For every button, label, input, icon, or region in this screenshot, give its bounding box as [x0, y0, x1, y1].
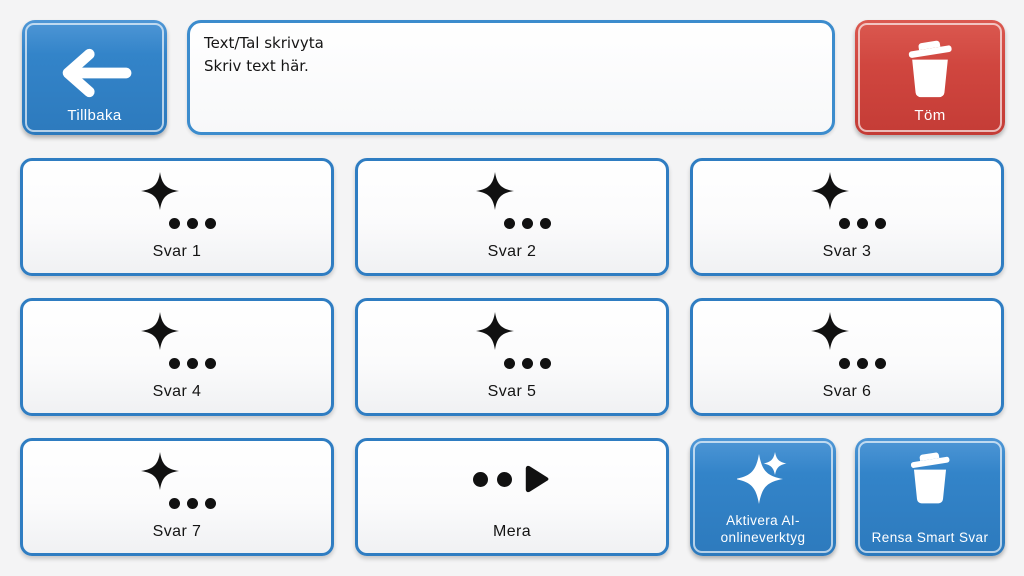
answer-card-label: Svar 5	[487, 383, 537, 400]
answer-card-svar-2[interactable]: Svar 2	[355, 158, 669, 276]
clear-text-button[interactable]: Töm	[855, 20, 1005, 135]
answer-card-svar-7[interactable]: Svar 7	[20, 438, 334, 556]
back-button[interactable]: Tillbaka	[22, 20, 167, 135]
sparkle-ellipsis-icon	[803, 308, 891, 372]
answer-card-label: Svar 2	[487, 243, 537, 260]
more-card[interactable]: Mera	[355, 438, 669, 556]
answer-card-svar-3[interactable]: Svar 3	[690, 158, 1004, 276]
writing-area[interactable]: Text/Tal skrivyta Skriv text här.	[187, 20, 835, 135]
trash-icon	[900, 38, 960, 103]
answer-card-svar-1[interactable]: Svar 1	[20, 158, 334, 276]
sparkle-ellipsis-icon	[133, 448, 221, 512]
clear-smart-answers-button-label: Rensa Smart Svar	[871, 530, 989, 546]
sparkle-ellipsis-icon	[803, 168, 891, 232]
activate-ai-button-label: Aktivera AI-onlineverktyg	[720, 513, 806, 546]
answer-card-svar-4[interactable]: Svar 4	[20, 298, 334, 416]
clear-text-button-label: Töm	[914, 107, 946, 125]
writing-area-placeholder: Skriv text här.	[204, 57, 309, 76]
sparkle-ellipsis-icon	[468, 308, 556, 372]
trash-icon	[903, 450, 957, 509]
writing-area-title: Text/Tal skrivyta	[204, 34, 324, 52]
activate-ai-button[interactable]: Aktivera AI-onlineverktyg	[690, 438, 836, 556]
answer-card-svar-6[interactable]: Svar 6	[690, 298, 1004, 416]
ai-sparkles-icon	[735, 452, 789, 509]
answer-card-label: Svar 7	[152, 523, 202, 540]
answer-card-label: Svar 4	[152, 383, 202, 400]
answer-card-label: Svar 3	[822, 243, 872, 260]
clear-smart-answers-button[interactable]: Rensa Smart Svar	[855, 438, 1005, 556]
answer-card-svar-5[interactable]: Svar 5	[355, 298, 669, 416]
dots-play-icon	[473, 458, 551, 500]
sparkle-ellipsis-icon	[133, 168, 221, 232]
sparkle-ellipsis-icon	[468, 168, 556, 232]
arrow-left-icon	[58, 46, 132, 103]
more-card-label: Mera	[492, 523, 532, 540]
answer-card-label: Svar 1	[152, 243, 202, 260]
sparkle-ellipsis-icon	[133, 308, 221, 372]
back-button-label: Tillbaka	[67, 107, 122, 125]
answer-card-label: Svar 6	[822, 383, 872, 400]
